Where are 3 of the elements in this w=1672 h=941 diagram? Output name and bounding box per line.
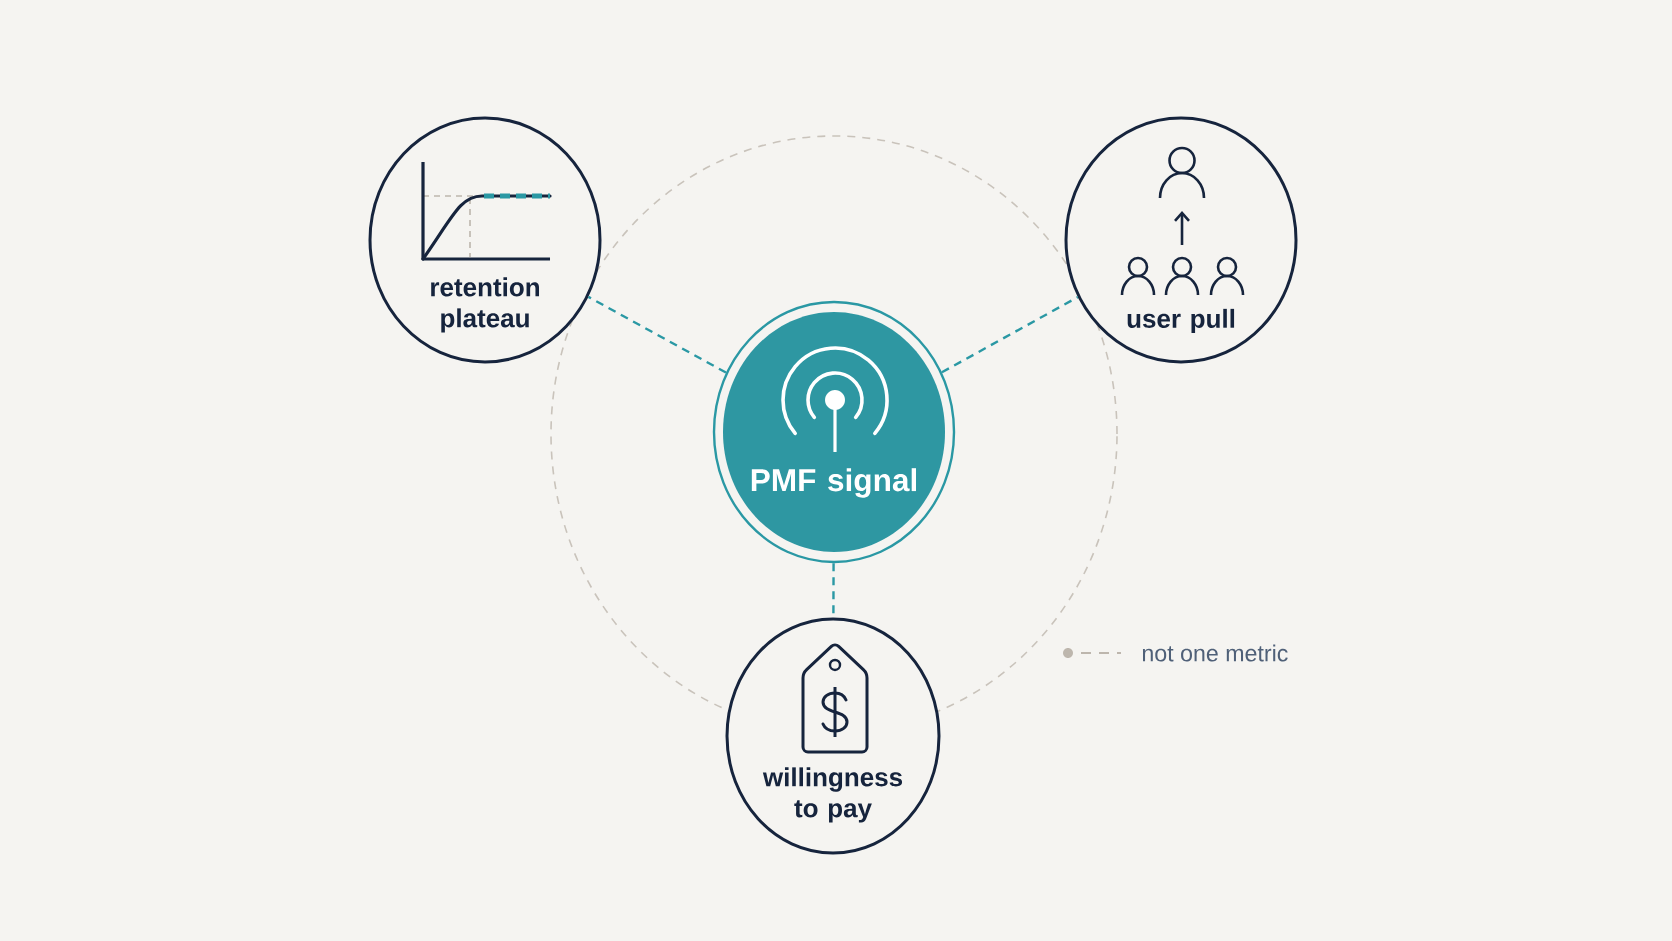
connector-line [587, 295, 727, 374]
connector-line [941, 296, 1079, 374]
legend-text: not one metric [1142, 644, 1288, 662]
